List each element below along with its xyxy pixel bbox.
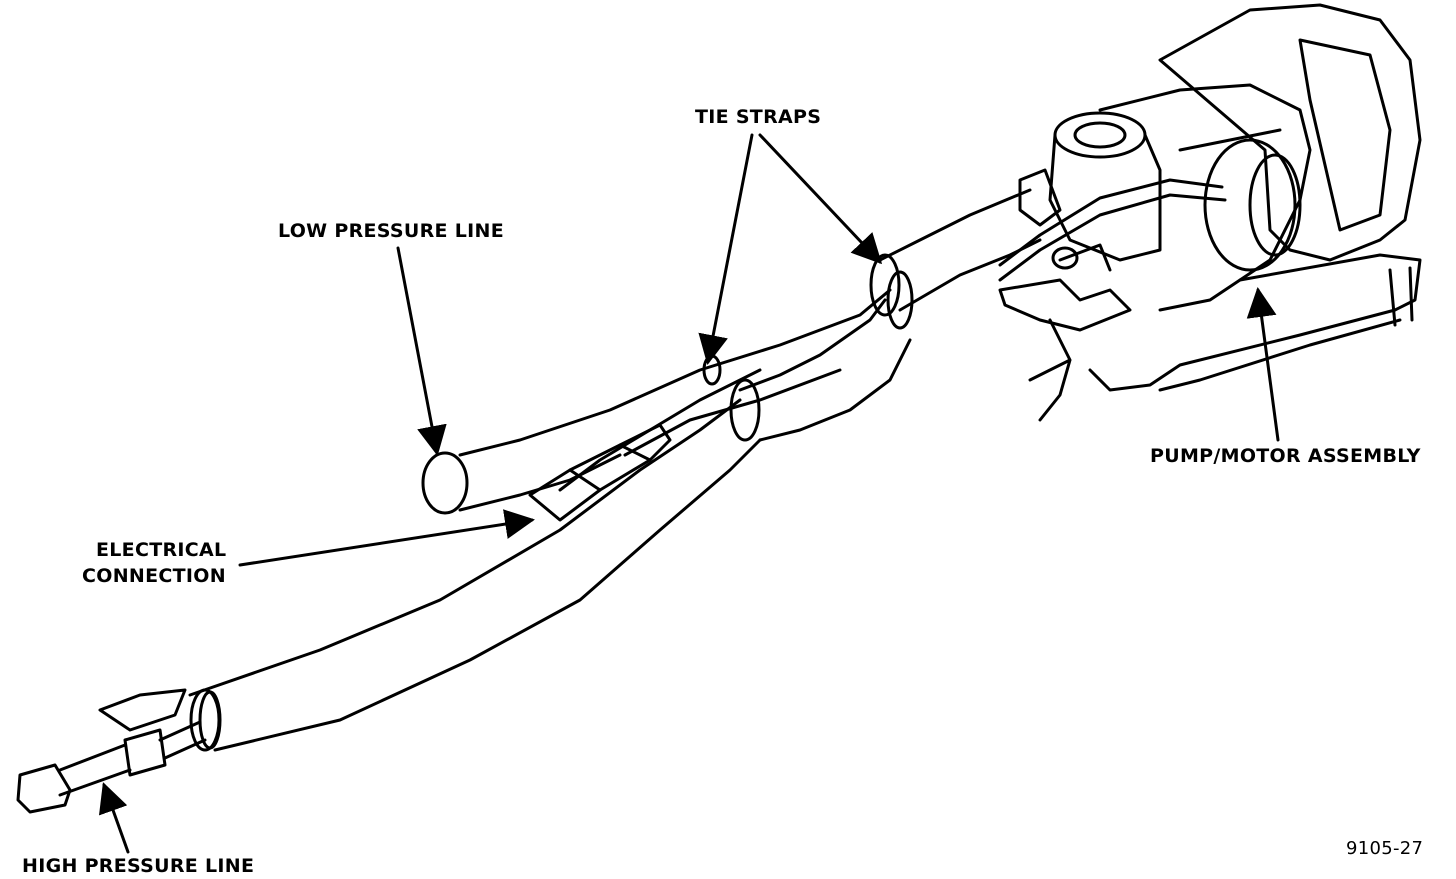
pump-motor-assembly-leader — [1246, 287, 1280, 442]
tie-straps-leader-1 — [698, 133, 754, 365]
upper-hose-edge — [878, 188, 1032, 262]
figure-number: 9105-27 — [1346, 838, 1424, 859]
label-pump-motor-assembly: PUMP/MOTOR ASSEMBLY — [1150, 445, 1421, 467]
return-tube-edge — [998, 178, 1224, 267]
return-tube — [998, 193, 1227, 282]
tie-strap-upper — [869, 253, 901, 317]
label-low-pressure-line: LOW PRESSURE LINE — [278, 220, 505, 242]
label-electrical-connection-line1: ELECTRICAL — [96, 539, 227, 561]
pump-fitting-cluster — [998, 111, 1162, 422]
label-high-pressure-line: HIGH PRESSURE LINE — [22, 855, 255, 877]
high-pressure-hose — [188, 298, 912, 752]
pump-motor-body — [1098, 83, 1312, 312]
upper-hose — [898, 238, 1042, 312]
high-pressure-line-leader — [98, 782, 130, 854]
low-pressure-line-pipe — [421, 288, 892, 515]
tie-strap-lower — [702, 354, 722, 386]
pump-bracket — [1088, 3, 1422, 392]
hose-clamp — [98, 688, 222, 750]
electrical-connection-leader — [238, 509, 535, 567]
label-tie-straps: TIE STRAPS — [695, 106, 822, 128]
label-electrical-connection-line2: CONNECTION — [82, 565, 226, 587]
low-pressure-line-leader — [396, 246, 447, 456]
tie-strap-lower-2 — [729, 378, 761, 442]
tie-strap-upper-inner — [886, 270, 914, 330]
high-pressure-fitting — [16, 720, 207, 814]
electrical-connector — [528, 423, 672, 522]
tie-straps-leader-2 — [758, 133, 883, 265]
